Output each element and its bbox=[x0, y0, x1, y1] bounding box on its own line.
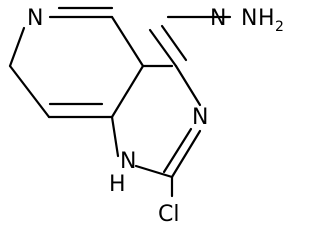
ring-n1-h-label: H bbox=[109, 172, 126, 197]
structure-canvas: N N N H Cl N N H 2 bbox=[8, 6, 284, 227]
bond-n1-c8a bbox=[110, 115, 120, 158]
molecule-diagram: N N N H Cl N N H 2 bbox=[8, 6, 284, 227]
bond-c6-c4a bbox=[110, 15, 145, 68]
bond-c4-n-double-a bbox=[148, 28, 178, 68]
ring-n3-label: N bbox=[192, 105, 208, 130]
chlorine-label: Cl bbox=[158, 202, 179, 227]
bond-c8-c7 bbox=[8, 64, 51, 119]
pyridine-n-label: N bbox=[27, 6, 43, 31]
bond-c4-n3 bbox=[174, 64, 202, 107]
bond-c4-n-double-b bbox=[160, 24, 188, 62]
hydrazone-h-count-label: 2 bbox=[275, 19, 284, 35]
bond-c2-n1 bbox=[134, 164, 174, 179]
hydrazone-h-label: H bbox=[258, 6, 275, 31]
bond-n3-c2-b bbox=[162, 127, 193, 174]
bond-n3-c2-a bbox=[170, 129, 202, 179]
hydrazone-n1-label: N bbox=[210, 6, 226, 31]
bond-c4a-c8a bbox=[110, 64, 145, 119]
bond-c8-n7 bbox=[8, 26, 26, 68]
hydrazone-n2-label: N bbox=[241, 6, 257, 31]
ring-n1-label: N bbox=[120, 149, 136, 174]
